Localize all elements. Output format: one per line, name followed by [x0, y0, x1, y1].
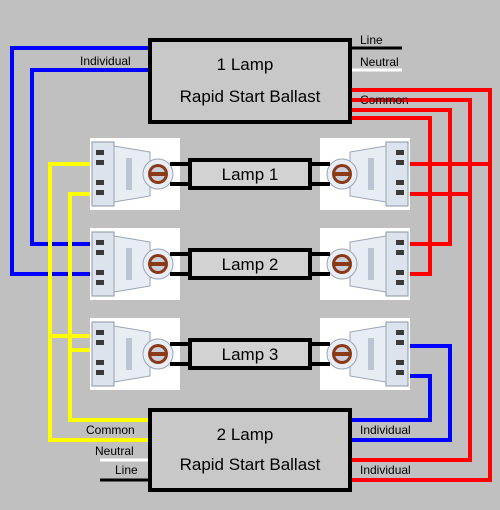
label-b2-neutral: Neutral: [95, 444, 134, 458]
lampholder-left-3: [89, 317, 181, 391]
blue-wire-b2-individual-top: [350, 374, 432, 422]
blue-wires: [10, 46, 452, 442]
lamp-pins: [170, 162, 330, 366]
blue-wire-b1-individual: [30, 68, 150, 246]
label-b1-neutral: Neutral: [360, 55, 399, 69]
black-white-wires: [100, 46, 402, 482]
lampholder-left-2: [89, 227, 181, 301]
lampholder-right-1: [320, 138, 410, 210]
lampholder-left-1: [89, 137, 181, 211]
ballast-1: 1 Lamp Rapid Start Ballast: [148, 38, 352, 124]
wire-labels: Individual Line Neutral Common Common Ne…: [80, 33, 411, 477]
lamp-1-label: Lamp 1: [222, 165, 279, 184]
ballast-2: 2 Lamp Rapid Start Ballast: [148, 408, 352, 492]
ballast-2-subtitle: Rapid Start Ballast: [180, 455, 321, 474]
ballast-2-title: 2 Lamp: [217, 425, 274, 444]
lamp-2: Lamp 2: [188, 248, 312, 280]
red-wire-common-4: [350, 116, 432, 276]
label-b2-line: Line: [115, 463, 138, 477]
lampholder-right-3: [320, 318, 410, 390]
lamp-3: Lamp 3: [188, 338, 312, 370]
lamp-3-label: Lamp 3: [222, 345, 279, 364]
red-wire-b2-individual: [350, 164, 492, 482]
ballast-1-subtitle: Rapid Start Ballast: [180, 87, 321, 106]
red-wire-b2-individual-2: [350, 194, 472, 462]
ballast-1-title: 1 Lamp: [217, 55, 274, 74]
label-b2-individual-top: Individual: [360, 423, 411, 437]
yellow-wire-1: [48, 162, 150, 442]
label-b1-line: Line: [360, 33, 383, 47]
red-wire-common-2: [350, 98, 472, 196]
blue-wire-b2-individual-bottom: [350, 344, 452, 442]
lamp-2-label: Lamp 2: [222, 255, 279, 274]
label-b2-individual-bottom: Individual: [360, 463, 411, 477]
red-wires: [350, 88, 492, 482]
yellow-wire-2: [68, 192, 150, 422]
lampholder-right-2: [320, 228, 410, 300]
label-b1-common: Common: [360, 93, 409, 107]
label-b1-individual: Individual: [80, 54, 131, 68]
lamp-1: Lamp 1: [188, 158, 312, 190]
label-b2-common: Common: [86, 423, 135, 437]
blue-wire-b1-lamp1: [10, 46, 150, 276]
